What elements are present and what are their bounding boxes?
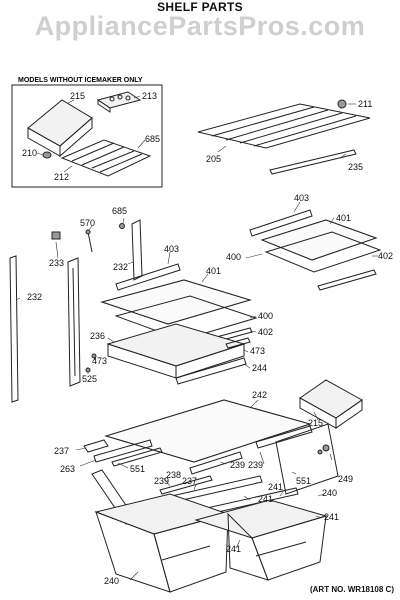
watermark: AppliancePartsPros.com (34, 11, 366, 41)
part-239-right-rail[interactable] (255, 425, 313, 449)
inset-title: MODELS WITHOUT ICEMAKER ONLY (18, 77, 143, 84)
callout-215-inset: 215 (70, 91, 85, 101)
part-570-screw[interactable] (85, 229, 93, 253)
callout-233: 233 (49, 258, 64, 268)
part-210-clip[interactable] (42, 151, 52, 159)
callout-205: 205 (206, 154, 221, 164)
part-233-clip[interactable] (51, 231, 61, 240)
callout-241-upper-right: 241 (268, 482, 283, 492)
part-237-left-frame[interactable] (83, 439, 109, 453)
part-215-bin[interactable] (299, 379, 363, 429)
callout-241-lower: 241 (226, 544, 241, 554)
part-244-rail[interactable] (175, 357, 247, 385)
part-205-wire-shelf[interactable] (197, 103, 371, 149)
part-211-knob[interactable] (337, 99, 347, 109)
callout-239-left: 239 (154, 476, 169, 486)
callout-239-right: 239 (248, 460, 263, 470)
callout-244: 244 (252, 363, 267, 373)
callout-235: 235 (348, 162, 363, 172)
part-400-right-frame[interactable] (264, 231, 382, 273)
part-235-trim[interactable] (269, 149, 357, 175)
callout-570: 570 (80, 218, 95, 228)
part-232-long-rail[interactable] (9, 255, 19, 403)
callout-236: 236 (90, 331, 105, 341)
part-403-right-front[interactable] (249, 209, 313, 237)
callout-403-center: 403 (164, 244, 179, 254)
callout-473-clip: 473 (92, 356, 107, 366)
part-551-guide[interactable] (111, 447, 163, 467)
callout-403-right: 403 (294, 193, 309, 203)
part-402-right-trim[interactable] (317, 269, 377, 291)
callout-210: 210 (22, 148, 37, 158)
callout-402-right: 402 (378, 251, 393, 261)
art-number: (ART NO. WR18108 C) (309, 585, 394, 594)
callout-238: 238 (166, 470, 181, 480)
callout-237-center: 237 (182, 476, 197, 486)
callout-239-center: 239 (230, 460, 245, 470)
part-232-upright[interactable] (131, 219, 143, 281)
callout-685-inset: 685 (145, 134, 160, 144)
page-title: SHELF PARTS (157, 0, 243, 14)
part-685-screw[interactable] (119, 223, 125, 229)
callout-215: 215 (308, 418, 323, 428)
part-213-egg-tray[interactable] (96, 91, 142, 113)
part-473-slide[interactable] (225, 337, 251, 349)
part-249-clip[interactable] (317, 444, 330, 455)
callout-232-upright: 232 (113, 262, 128, 272)
callout-525: 525 (82, 374, 97, 384)
part-525-clip[interactable] (85, 367, 91, 373)
callout-242: 242 (252, 390, 267, 400)
callout-400-center: 400 (258, 311, 273, 321)
part-242-glass-cover[interactable] (104, 399, 312, 463)
callout-211: 211 (358, 99, 372, 109)
callout-232-long: 232 (27, 292, 42, 302)
part-239-center-rail[interactable] (189, 451, 243, 475)
callout-237-left: 237 (54, 446, 69, 456)
part-236-crisper-frame[interactable] (106, 323, 246, 379)
callout-551-right: 551 (296, 476, 311, 486)
callout-263: 263 (60, 464, 75, 474)
part-212-wire-tray[interactable] (60, 139, 152, 177)
part-403-shelf-front[interactable] (115, 263, 181, 291)
callout-402-center: 402 (258, 327, 273, 337)
callout-473-slide: 473 (250, 346, 265, 356)
part-401-right-glass[interactable] (260, 219, 378, 261)
inset-box: MODELS WITHOUT ICEMAKER ONLY (11, 77, 163, 188)
callout-213: 213 (142, 91, 157, 101)
callout-401-right: 401 (336, 213, 351, 223)
callout-240-left: 240 (104, 576, 119, 586)
callout-685: 685 (112, 206, 127, 216)
callout-212: 212 (54, 172, 69, 182)
part-401-glass-shelf[interactable] (100, 279, 252, 325)
callout-401-center: 401 (206, 266, 221, 276)
callout-241-right: 241 (324, 512, 339, 522)
callout-249: 249 (338, 474, 353, 484)
part-232-side-rail[interactable] (67, 257, 81, 387)
part-215-bin-inset[interactable] (27, 99, 93, 158)
callout-400-right: 400 (226, 252, 241, 262)
part-241-right-drawer[interactable] (194, 499, 328, 581)
part-238-divider[interactable] (159, 475, 213, 495)
callout-240-right: 240 (322, 488, 337, 498)
callout-551-left: 551 (130, 464, 145, 474)
part-240-right-frame[interactable] (275, 423, 339, 495)
callout-241-upper: 241 (258, 494, 273, 504)
